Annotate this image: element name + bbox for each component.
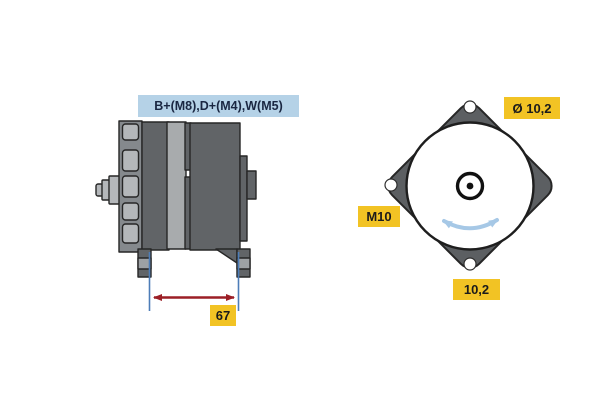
thread-size-label: M10 bbox=[358, 206, 400, 227]
top-hole-diameter-label: Ø 10,2 bbox=[504, 97, 560, 119]
bottom-hole-diameter-label: 10,2 bbox=[453, 279, 500, 300]
right-foot-bracket bbox=[215, 248, 238, 264]
housing-light-band bbox=[166, 121, 187, 250]
housing bbox=[141, 121, 257, 251]
terminal-strip bbox=[118, 120, 143, 253]
rear-cover-step bbox=[239, 155, 248, 242]
shaft-center-mark bbox=[455, 171, 485, 201]
top-mounting-hole bbox=[463, 100, 477, 114]
terminal-blocks bbox=[121, 123, 140, 244]
left-mounting-hole bbox=[384, 178, 398, 192]
rotation-arrow-icon bbox=[442, 218, 499, 231]
side-view-group bbox=[95, 120, 257, 311]
bottom-mounting-hole bbox=[463, 257, 477, 271]
rear-view-group bbox=[384, 100, 553, 271]
mounting-feet bbox=[137, 248, 251, 278]
width-dimension bbox=[148, 252, 240, 311]
shaft-stub bbox=[246, 170, 257, 200]
width-dimension-value: 67 bbox=[210, 305, 236, 326]
mounting-holes bbox=[384, 100, 477, 271]
terminal-stud bbox=[95, 175, 121, 205]
terminals-label: B+(M8),D+(M4),W(M5) bbox=[138, 95, 299, 117]
